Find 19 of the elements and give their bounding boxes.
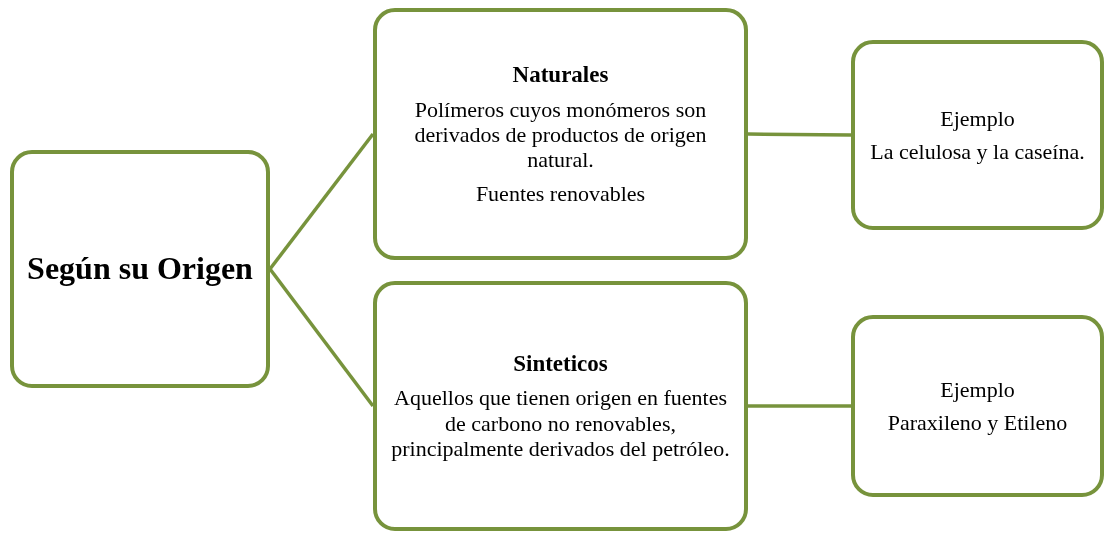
box-text: La celulosa y la caseína. (870, 139, 1085, 165)
box-text: Ejemplo (940, 376, 1015, 402)
box-text: Paraxileno y Etileno (887, 410, 1068, 436)
category-title: Según su Origen (27, 251, 253, 287)
connector-line (268, 132, 375, 271)
connector-line (748, 404, 851, 408)
rounded-box (851, 315, 1104, 497)
box-text: Ejemplo (940, 105, 1015, 131)
connector-line (268, 267, 375, 408)
rounded-box (373, 281, 748, 531)
box-text: Polímeros cuyos monómeros son derivados de productos de origen natural. (413, 96, 708, 173)
box-heading: Naturales (512, 62, 609, 89)
rounded-box (373, 8, 748, 260)
box-text: Aquellos que tienen origen en fuentes de carbono no renovables, principalmente derivados del petróleo. (390, 385, 731, 462)
connector-line (748, 132, 851, 137)
rounded-box (851, 40, 1104, 230)
rounded-box (10, 150, 270, 388)
box-heading: Sinteticos (513, 350, 608, 378)
box-text: Fuentes renovables (475, 180, 646, 206)
